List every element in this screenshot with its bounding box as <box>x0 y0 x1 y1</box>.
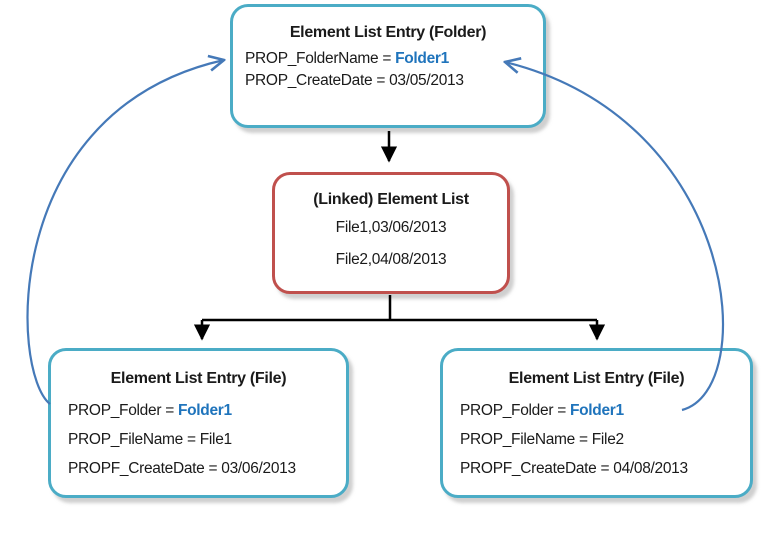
prop-label: PROP_FolderName = <box>245 50 396 67</box>
folder-entry-node: Element List Entry (Folder) PROP_FolderN… <box>230 4 546 128</box>
file1-filename-prop: PROP_FileName = File1 <box>51 425 346 454</box>
file-entry-1-node: Element List Entry (File) PROP_Folder = … <box>48 348 349 498</box>
list-row: File1,03/06/2013 <box>335 219 447 236</box>
branch-connector <box>202 295 597 322</box>
prop-label: PROP_FileName = File2 <box>460 431 624 448</box>
folder-createdate-prop: PROP_CreateDate = 03/05/2013 <box>233 70 543 92</box>
file-entry-2-title: Element List Entry (File) <box>508 370 685 387</box>
file-entry-1-title: Element List Entry (File) <box>110 370 287 387</box>
file2-folder-prop: PROP_Folder = Folder1 <box>443 396 750 425</box>
folder-entry-title: Element List Entry (Folder) <box>289 24 487 41</box>
prop-label: PROP_Folder = <box>68 402 178 419</box>
folder-ref-value: Folder1 <box>177 402 232 419</box>
file1-folder-prop: PROP_Folder = Folder1 <box>51 396 346 425</box>
prop-label: PROPF_CreateDate = 04/08/2013 <box>460 460 688 477</box>
prop-label: PROP_CreateDate = 03/05/2013 <box>245 72 464 89</box>
prop-label: PROPF_CreateDate = 03/06/2013 <box>68 460 296 477</box>
linked-element-list-rows: File1,03/06/2013 File2,04/08/2013 <box>275 212 507 276</box>
folder-name-prop: PROP_FolderName = Folder1 <box>233 48 543 70</box>
linked-element-list-title: (Linked) Element List <box>313 191 469 208</box>
folder-ref-value: Folder1 <box>569 402 624 419</box>
file-entry-2-node: Element List Entry (File) PROP_Folder = … <box>440 348 753 498</box>
folder-ref-value: Folder1 <box>395 50 449 67</box>
prop-label: PROP_FileName = File1 <box>68 431 232 448</box>
file2-createdate-prop: PROPF_CreateDate = 04/08/2013 <box>443 454 750 483</box>
list-row: File2,04/08/2013 <box>335 251 447 268</box>
file2-filename-prop: PROP_FileName = File2 <box>443 425 750 454</box>
file1-createdate-prop: PROPF_CreateDate = 03/06/2013 <box>51 454 346 483</box>
prop-label: PROP_Folder = <box>460 402 570 419</box>
linked-element-list-node: (Linked) Element List File1,03/06/2013 F… <box>272 172 510 294</box>
